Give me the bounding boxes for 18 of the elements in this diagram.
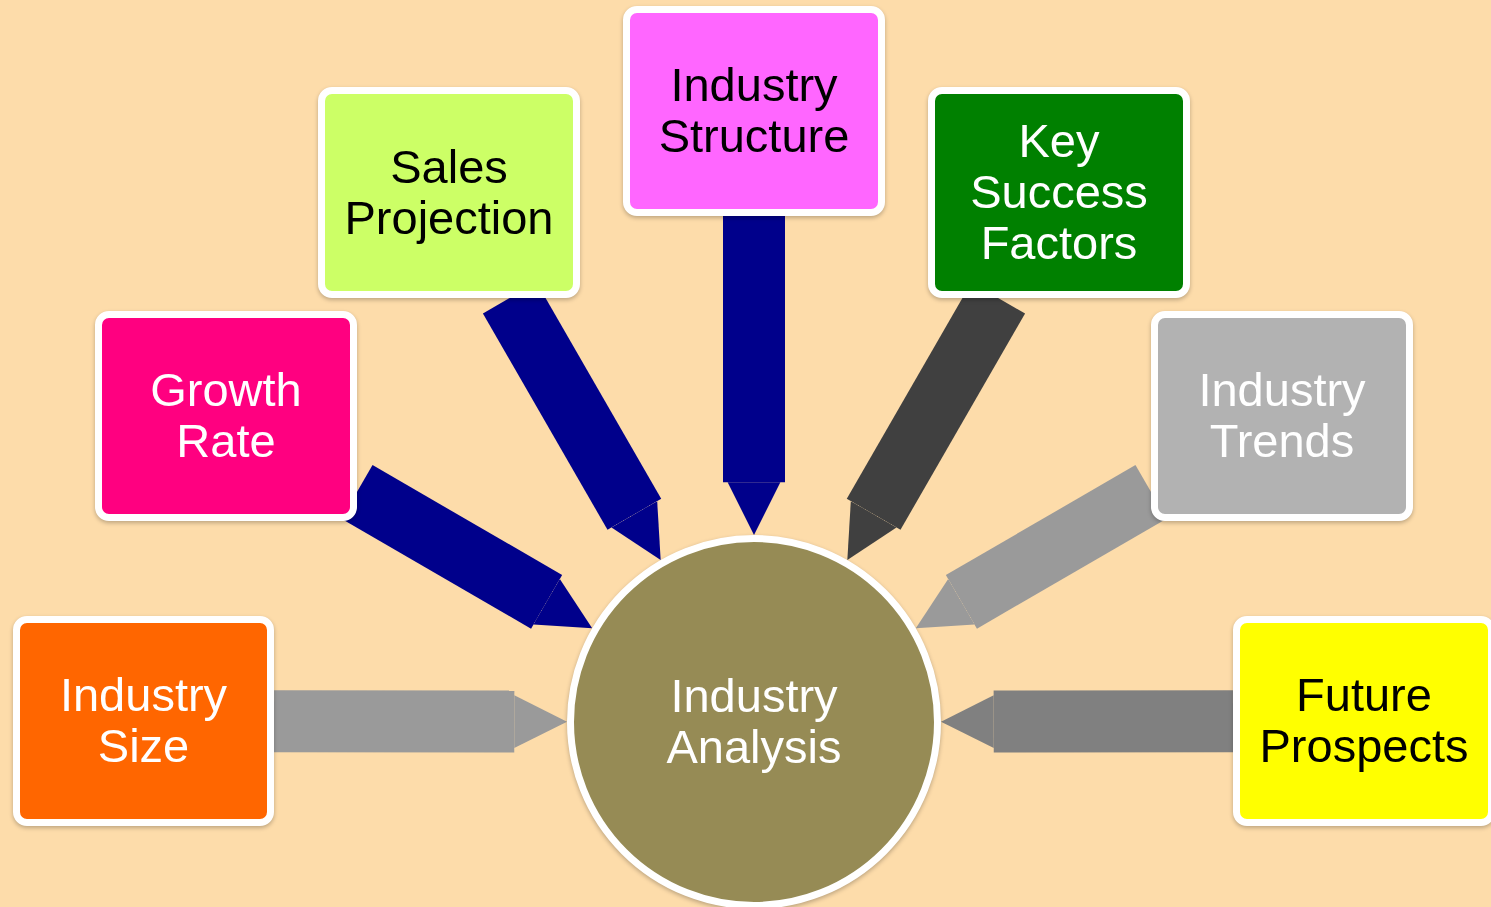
arrow [941, 690, 1234, 753]
arrow [723, 216, 785, 535]
node-label: Key Success Factors [969, 116, 1149, 269]
category-box [13, 616, 274, 826]
node-label: Industry Trends [1197, 365, 1367, 467]
category-box [623, 6, 885, 216]
category-box [928, 87, 1190, 298]
node-label: Future Prospects [1258, 670, 1470, 772]
category-box [1151, 311, 1413, 521]
node-label: Industry Structure [657, 60, 851, 162]
node-label: Growth Rate [149, 365, 303, 467]
node-label: Industry Size [58, 670, 229, 772]
node-label: Sales Projection [343, 141, 555, 244]
category-box [95, 311, 357, 521]
category-box [318, 87, 580, 298]
arrow [273, 690, 567, 753]
category-box [1233, 616, 1491, 826]
node-label: Industry Analysis [665, 671, 843, 773]
